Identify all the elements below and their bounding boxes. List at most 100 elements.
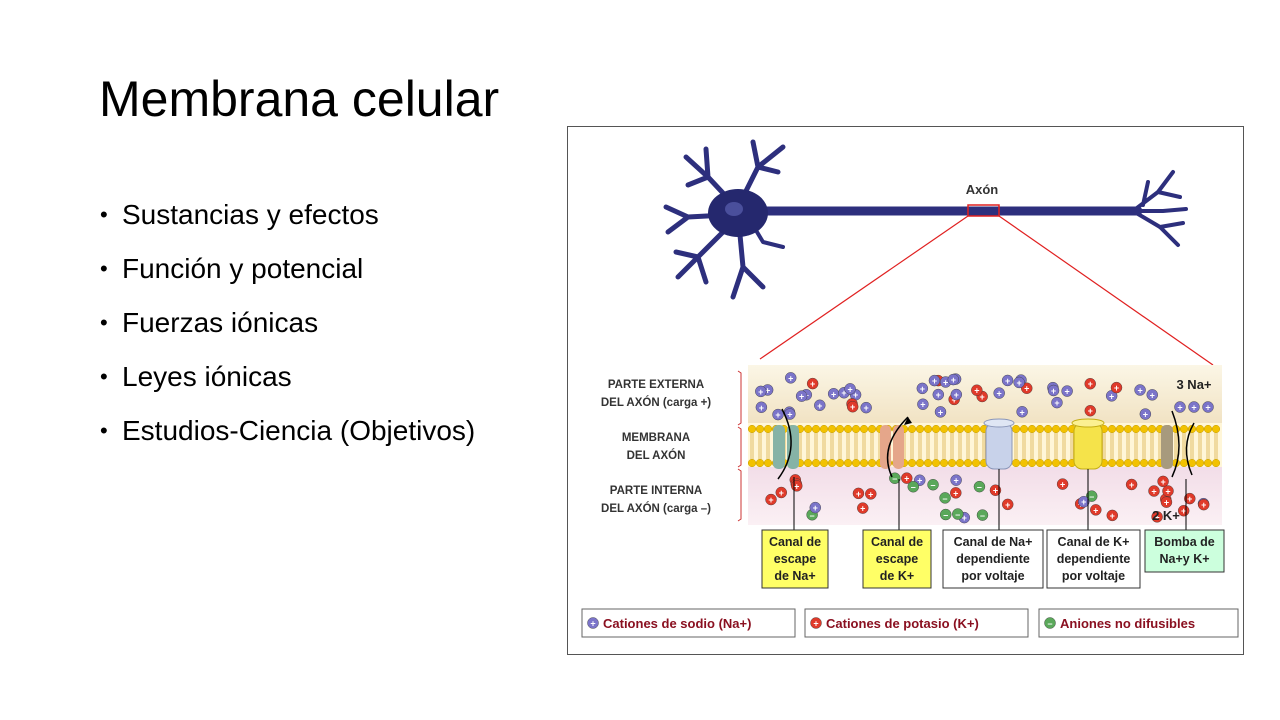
- lipid-head: [1107, 458, 1117, 468]
- bullet-icon: •: [100, 202, 108, 227]
- svg-text:+: +: [1137, 385, 1142, 395]
- svg-text:+: +: [1205, 403, 1210, 413]
- channel-label-text: escape: [876, 552, 918, 566]
- ion-particles: ++++++++++++++++++++++++++++++++++++++++…: [755, 372, 1214, 524]
- svg-text:+: +: [953, 488, 958, 498]
- svg-text:+: +: [813, 503, 818, 513]
- lipid-head: [1203, 424, 1213, 434]
- channel-label-text: por voltaje: [1062, 569, 1125, 583]
- svg-text:+: +: [1177, 403, 1182, 413]
- svg-text:+: +: [917, 476, 922, 486]
- bullet-text: Estudios-Ciencia (Objetivos): [122, 415, 476, 446]
- axon-membrane-figure: Axón PARTE EXTERNA DEL AXÓN (carga +) ME…: [567, 126, 1244, 655]
- lipid-head: [947, 424, 957, 434]
- lipid-head: [1051, 458, 1061, 468]
- svg-text:+: +: [788, 373, 793, 383]
- potassium-ion: +: [1090, 504, 1102, 516]
- potassium-ion: +: [775, 486, 787, 499]
- svg-text:–: –: [1089, 492, 1094, 502]
- channel-label-text: Na+y K+: [1159, 552, 1209, 566]
- legend-item: +Cationes de sodio (Na+): [581, 608, 796, 638]
- sodium-ion: +: [1188, 401, 1200, 413]
- svg-text:+: +: [765, 385, 770, 395]
- svg-text:+: +: [1201, 500, 1206, 510]
- neuron-illustration: [663, 139, 1188, 300]
- potassium-ion: +: [901, 472, 913, 484]
- channel-label-text: dependiente: [956, 552, 1030, 566]
- lipid-head: [1131, 424, 1141, 434]
- svg-text:+: +: [1088, 379, 1093, 389]
- anion: –: [1086, 490, 1098, 502]
- lipid-head: [1123, 424, 1133, 434]
- svg-text:–: –: [943, 493, 948, 503]
- lipid-head: [1011, 424, 1021, 434]
- lipid-head: [1203, 458, 1213, 468]
- lipid-head: [859, 458, 869, 468]
- sodium-ion: +: [1013, 376, 1025, 389]
- svg-text:+: +: [841, 388, 846, 398]
- sodium-ion: +: [950, 474, 962, 486]
- bullet-item: •Leyes iónicas: [100, 358, 475, 412]
- bullet-item: •Estudios-Ciencia (Objetivos): [100, 412, 475, 466]
- svg-text:+: +: [847, 384, 852, 394]
- bullet-icon: •: [100, 310, 108, 335]
- svg-text:+: +: [1005, 500, 1010, 510]
- sodium-ion: +: [917, 398, 929, 410]
- lipid-head: [1019, 424, 1029, 434]
- sodium-ion: +: [928, 374, 941, 387]
- lipid-head: [1147, 458, 1157, 468]
- svg-text:–: –: [980, 511, 985, 521]
- svg-text:+: +: [980, 392, 985, 402]
- svg-text:+: +: [1181, 506, 1186, 516]
- lipid-head: [1115, 424, 1125, 434]
- svg-text:+: +: [768, 495, 773, 505]
- lipid-head: [811, 458, 821, 468]
- channel-label-text: Canal de K+: [1058, 535, 1130, 549]
- svg-text:+: +: [1024, 384, 1029, 394]
- svg-text:–: –: [977, 482, 982, 492]
- bullet-item: •Fuerzas iónicas: [100, 304, 475, 358]
- lipid-head: [1059, 458, 1069, 468]
- channel-label-text: Canal de: [871, 535, 923, 549]
- anion: –: [927, 479, 939, 491]
- svg-text:+: +: [1019, 407, 1024, 417]
- pump-k-label: 2 K+: [1152, 508, 1180, 523]
- potassium-ion: +: [1198, 498, 1210, 511]
- lipid-head: [1027, 458, 1037, 468]
- na-k-pump: [1161, 410, 1195, 478]
- k-leak-channel: [880, 416, 912, 478]
- potassium-ion: +: [846, 401, 859, 413]
- svg-text:+: +: [787, 410, 792, 420]
- legend-item: –Aniones no difusibles: [1038, 608, 1239, 638]
- svg-text:+: +: [1114, 383, 1119, 393]
- svg-text:+: +: [794, 481, 799, 491]
- lipid-head: [1123, 458, 1133, 468]
- membrane-label-line2: DEL AXÓN: [627, 449, 686, 462]
- svg-text:+: +: [993, 486, 998, 496]
- lipid-head: [803, 424, 813, 434]
- sodium-ion: +: [1105, 390, 1118, 402]
- sodium-ion: +: [934, 406, 947, 418]
- anion: –: [907, 481, 919, 493]
- channel-proteins: [773, 408, 1195, 480]
- lipid-head: [867, 458, 877, 468]
- svg-text:+: +: [1151, 487, 1156, 497]
- lipid-head: [851, 458, 861, 468]
- pump-na-label: 3 Na+: [1176, 377, 1211, 392]
- channel-label-text: Canal de Na+: [954, 535, 1033, 549]
- anion: –: [973, 480, 986, 493]
- potassium-ion: +: [1056, 478, 1069, 490]
- potassium-ion: +: [1084, 378, 1096, 390]
- svg-text:+: +: [1005, 376, 1010, 386]
- lipid-head: [1179, 424, 1189, 434]
- svg-text:+: +: [1081, 497, 1086, 507]
- sodium-ion: +: [1078, 496, 1090, 508]
- figure-svg: Axón PARTE EXTERNA DEL AXÓN (carga +) ME…: [581, 139, 1239, 638]
- svg-text:+: +: [954, 390, 959, 400]
- svg-text:+: +: [951, 375, 956, 385]
- svg-text:+: +: [813, 619, 818, 629]
- svg-text:+: +: [1110, 511, 1115, 521]
- legend-swatch: [587, 617, 599, 629]
